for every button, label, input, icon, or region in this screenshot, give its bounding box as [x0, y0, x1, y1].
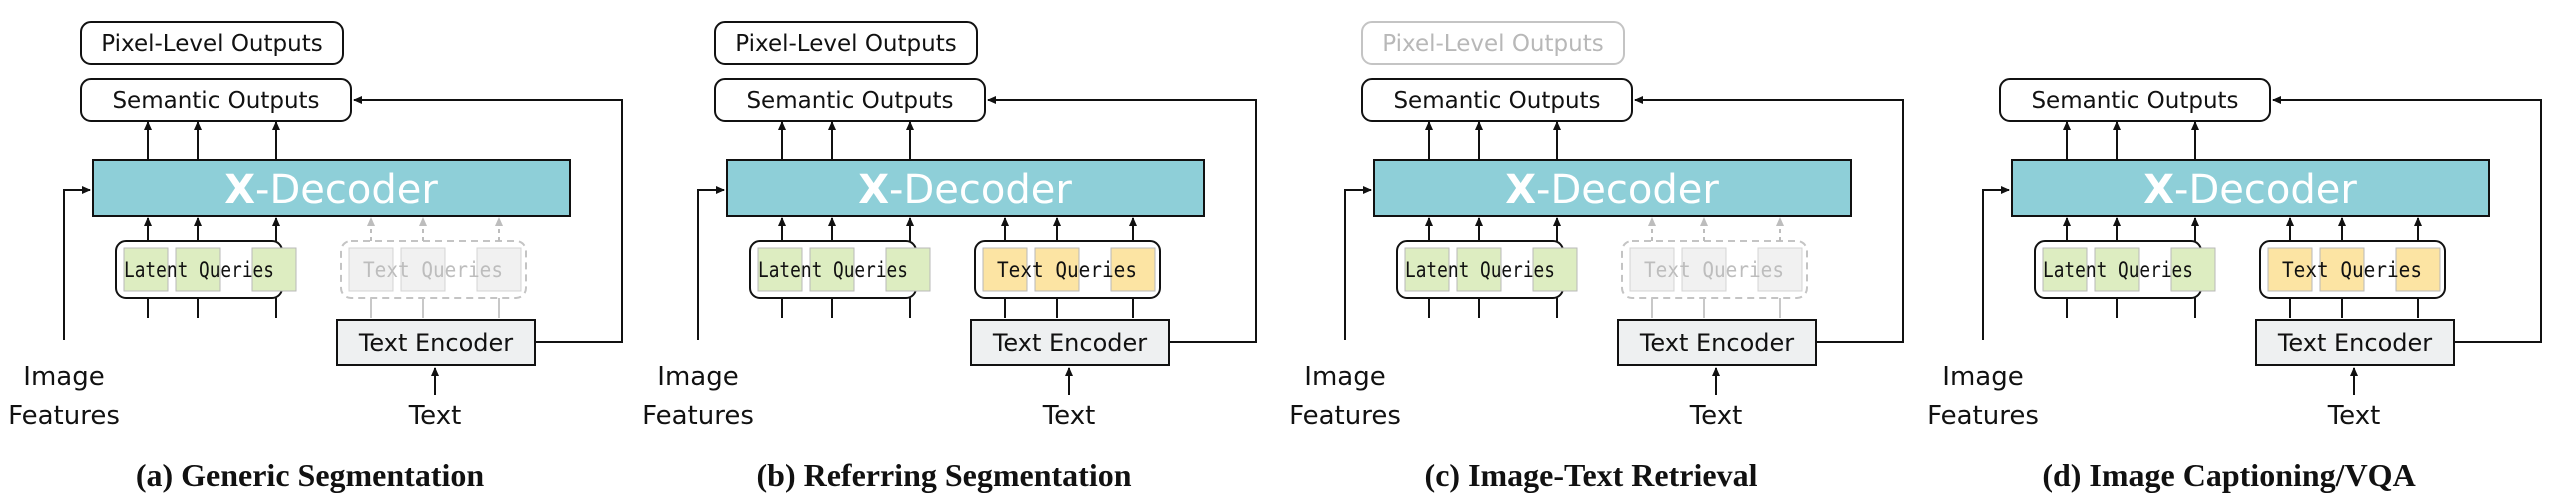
text-query-cell: [1757, 247, 1803, 292]
latent-query-cell: [1456, 247, 1502, 292]
x-decoder-rest: -Decoder: [2174, 167, 2357, 213]
image-features-label-line1: Image: [23, 362, 104, 392]
pixel-level-outputs-label: Pixel-Level Outputs: [735, 31, 956, 57]
text-encoder-box: [2255, 319, 2455, 366]
x-decoder-label: X-Decoder: [2143, 167, 2357, 213]
semantic-outputs-box: [1361, 78, 1633, 122]
image-features-arrow: [1982, 186, 2010, 340]
latent-queries-label: Latent Queries: [124, 258, 274, 282]
text-query-cell: [1681, 247, 1727, 292]
image-features-label-line2: Features: [1927, 401, 2039, 431]
semantic-outputs-box: [80, 78, 352, 122]
text-query-cell: [348, 247, 394, 292]
text-query-cell: [2395, 247, 2441, 292]
pixel-level-outputs-box: [714, 21, 978, 65]
x-decoder-x: X: [1505, 167, 1536, 213]
pixel-level-outputs-label: Pixel-Level Outputs: [101, 31, 322, 57]
semantic-outputs-box: [1999, 78, 2271, 122]
text-query-cell: [476, 247, 522, 292]
latent-query-cell: [757, 247, 803, 292]
x-decoder-x: X: [2143, 167, 2174, 213]
x-decoder-rest: -Decoder: [889, 167, 1072, 213]
pixel-level-outputs-box: [80, 21, 344, 65]
text-input-label: Text: [1689, 401, 1743, 431]
latent-query-cell: [251, 247, 297, 292]
image-features-label-line2: Features: [8, 401, 120, 431]
latent-query-cell: [809, 247, 855, 292]
x-decoder-block: [726, 159, 1205, 217]
x-decoder-label: X-Decoder: [224, 167, 438, 213]
text-input-label: Text: [1042, 401, 1096, 431]
x-decoder-label: X-Decoder: [1505, 167, 1719, 213]
panel-caption: (b) Referring Segmentation: [756, 457, 1131, 493]
text-query-cell: [1629, 247, 1675, 292]
panel-caption: (a) Generic Segmentation: [136, 457, 485, 493]
text-query-cell: [982, 247, 1028, 292]
encoder-feedback-arrow: [1634, 96, 1904, 343]
image-features-arrow: [697, 186, 725, 340]
latent-query-cell: [2094, 247, 2140, 292]
text-encoder-label: Text Encoder: [992, 329, 1147, 357]
image-features-label-line1: Image: [1942, 362, 2023, 392]
text-query-cell: [2267, 247, 2313, 292]
text-input-label: Text: [2327, 401, 2381, 431]
image-features-arrow: [63, 186, 91, 340]
semantic-outputs-label: Semantic Outputs: [1393, 88, 1600, 114]
panel-caption: (d) Image Captioning/VQA: [2042, 457, 2415, 493]
text-encoder-label: Text Encoder: [2277, 329, 2432, 357]
panel-caption: (c) Image-Text Retrieval: [1425, 457, 1758, 493]
latent-queries-label: Latent Queries: [2043, 258, 2193, 282]
latent-query-cell: [2170, 247, 2216, 292]
text-query-cell: [400, 247, 446, 292]
latent-query-cell: [175, 247, 221, 292]
image-features-label-line1: Image: [657, 362, 738, 392]
latent-query-cell: [1532, 247, 1578, 292]
encoder-feedback-arrow: [2272, 96, 2542, 343]
text-query-cell: [1034, 247, 1080, 292]
image-features-label-line2: Features: [642, 401, 754, 431]
latent-query-cell: [2042, 247, 2088, 292]
semantic-outputs-label: Semantic Outputs: [2031, 88, 2238, 114]
encoder-feedback-arrow: [987, 96, 1257, 343]
latent-queries-label: Latent Queries: [1405, 258, 1555, 282]
text-queries-label: Text Queries: [1644, 258, 1784, 282]
x-decoder-rest: -Decoder: [1536, 167, 1719, 213]
text-encoder-label: Text Encoder: [1639, 329, 1794, 357]
x-decoder-x: X: [224, 167, 255, 213]
text-encoder-box: [1617, 319, 1817, 366]
encoder-feedback-arrow: [353, 96, 623, 343]
x-decoder-block: [2011, 159, 2490, 217]
pixel-level-outputs-box: [1361, 21, 1625, 65]
image-features-label-line2: Features: [1289, 401, 1401, 431]
latent-query-cell: [123, 247, 169, 292]
text-encoder-label: Text Encoder: [358, 329, 513, 357]
text-encoder-box: [970, 319, 1170, 366]
image-features-label-line1: Image: [1304, 362, 1385, 392]
pixel-level-outputs-label: Pixel-Level Outputs: [1382, 31, 1603, 57]
image-features-arrow: [1344, 186, 1372, 340]
latent-query-cell: [1404, 247, 1450, 292]
text-queries-label: Text Queries: [363, 258, 503, 282]
text-query-cell: [2319, 247, 2365, 292]
x-decoder-block: [1373, 159, 1852, 217]
semantic-outputs-label: Semantic Outputs: [112, 88, 319, 114]
semantic-outputs-label: Semantic Outputs: [746, 88, 953, 114]
latent-queries-label: Latent Queries: [758, 258, 908, 282]
x-decoder-label: X-Decoder: [858, 167, 1072, 213]
x-decoder-rest: -Decoder: [255, 167, 438, 213]
text-query-cell: [1110, 247, 1156, 292]
text-queries-label: Text Queries: [997, 258, 1137, 282]
x-decoder-x: X: [858, 167, 889, 213]
text-queries-label: Text Queries: [2282, 258, 2422, 282]
latent-query-cell: [885, 247, 931, 292]
semantic-outputs-box: [714, 78, 986, 122]
text-input-label: Text: [408, 401, 462, 431]
x-decoder-block: [92, 159, 571, 217]
